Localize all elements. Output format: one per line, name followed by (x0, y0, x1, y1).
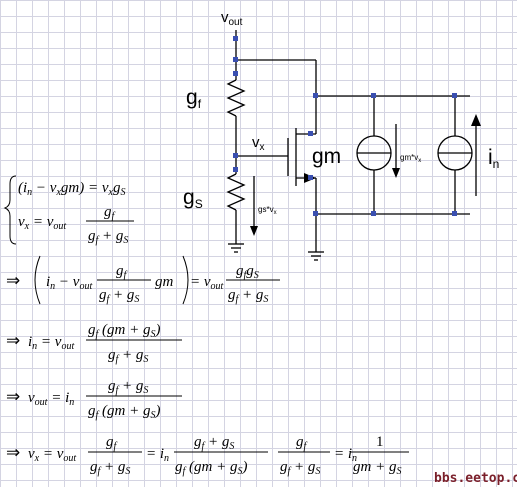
svg-text:gf: gf (106, 434, 118, 452)
circuit-schematic (226, 30, 481, 261)
svg-text:⇒: ⇒ (6, 443, 20, 462)
label-gm: gm (312, 145, 341, 168)
svg-text:gf + gS: gf + gS (90, 459, 130, 477)
svg-text:gf: gf (296, 434, 308, 452)
svg-text:gf: gf (104, 204, 116, 222)
svg-text:gf: gf (116, 263, 128, 281)
svg-text:= in: = in (146, 446, 169, 464)
svg-text:⇒: ⇒ (6, 271, 20, 290)
svg-text:vx = vout: vx = vout (18, 214, 66, 232)
svg-text:gf (gm + gS): gf (gm + gS) (88, 322, 160, 340)
label-gf: gf (186, 86, 202, 111)
system-brace (3, 175, 17, 245)
equation-3: ⇒ in − vout gf gf + gS gm = vout gfgS gf… (6, 263, 268, 305)
gf-resistor (226, 79, 246, 117)
svg-text:⇒: ⇒ (6, 331, 20, 350)
svg-text:gf + gS: gf + gS (280, 459, 320, 477)
svg-text:= vout: = vout (190, 274, 224, 292)
label-in: in (488, 146, 499, 171)
svg-text:gm + gS: gm + gS (353, 459, 401, 477)
arrow-gs-vx (250, 176, 258, 236)
svg-text:in − vout: in − vout (46, 274, 92, 292)
arrow-gm-vx (392, 124, 400, 178)
watermark: bbs.eetop.cn (434, 471, 517, 486)
svg-text:gf + gS: gf + gS (108, 378, 148, 396)
current-source-gm-vx (356, 96, 392, 214)
svg-text:vx = vout: vx = vout (28, 446, 76, 464)
arrow-in (471, 114, 481, 196)
svg-text:gf + gS: gf + gS (194, 434, 234, 452)
svg-text:⇒: ⇒ (6, 387, 20, 406)
svg-text:gm: gm (155, 274, 174, 290)
label-gs-vx: gs*vx (258, 205, 277, 216)
svg-text:gf (gm + gS): gf (gm + gS) (88, 403, 160, 421)
svg-text:= in: = in (334, 446, 357, 464)
svg-text:gf + gS: gf + gS (228, 287, 268, 305)
current-source-in (437, 96, 473, 214)
label-vx: vx (252, 134, 265, 153)
equations (3, 175, 409, 453)
svg-text:gf + gS: gf + gS (99, 287, 139, 305)
node-dots (233, 36, 457, 216)
equation-1: (in − vxgm) = vxgS (18, 180, 125, 198)
svg-text:vout = in: vout = in (28, 390, 74, 408)
svg-text:gf + gS: gf + gS (108, 347, 148, 365)
svg-text:in = vout: in = vout (28, 334, 74, 352)
svg-text:gf (gm + gS): gf (gm + gS) (175, 459, 247, 477)
gs-resistor (226, 173, 246, 211)
label-gm-vx: gm*vx (400, 153, 421, 164)
label-gs: gS (183, 186, 203, 211)
equation-6: ⇒ vx = vout gf gf + gS = in gf + gS gf (… (6, 434, 401, 477)
ground-symbol-right (308, 251, 324, 261)
equation-5: ⇒ vout = in gf + gS gf (gm + gS) (6, 378, 160, 421)
svg-text:gfgS: gfgS (236, 263, 259, 281)
equation-4: ⇒ in = vout gf (gm + gS) gf + gS (6, 322, 160, 365)
svg-text:gf + gS: gf + gS (88, 228, 128, 246)
ground-symbol-left (228, 243, 244, 253)
svg-text:1: 1 (376, 434, 384, 450)
label-vout: vout (221, 9, 243, 28)
equation-2: vx = vout gf gf + gS (18, 204, 128, 246)
